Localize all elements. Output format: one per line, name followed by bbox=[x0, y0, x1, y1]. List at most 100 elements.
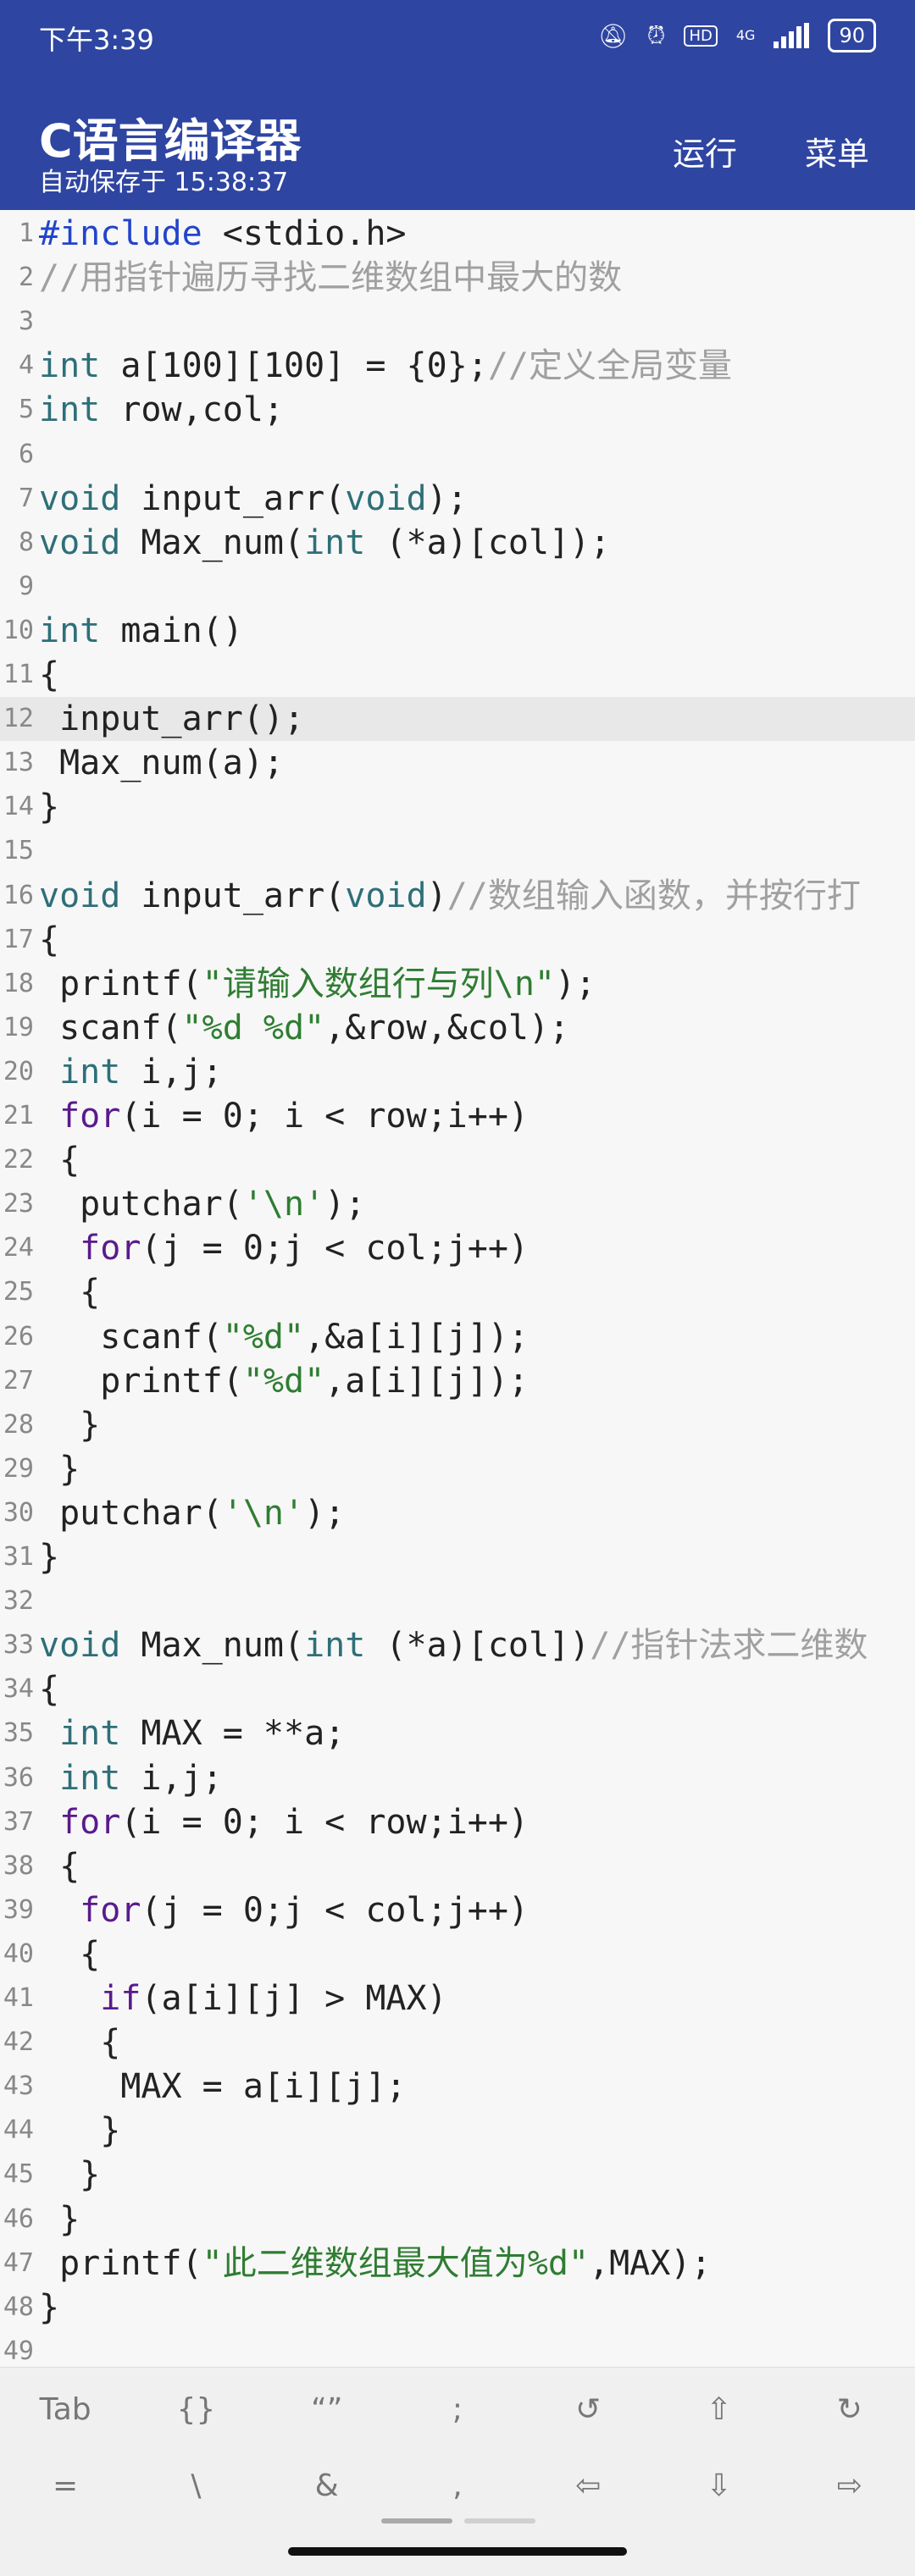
backslash-key[interactable]: \ bbox=[191, 2468, 202, 2503]
code-line[interactable]: 42 { bbox=[0, 2020, 915, 2065]
tab-key[interactable]: Tab bbox=[39, 2392, 92, 2427]
code-line[interactable]: 18 printf("请输入数组行与列\n"); bbox=[0, 962, 915, 1006]
home-gesture-bar[interactable] bbox=[288, 2547, 627, 2556]
code-line[interactable]: 46 } bbox=[0, 2197, 915, 2242]
code-line[interactable]: 1#include <stdio.h> bbox=[0, 212, 915, 256]
code-line[interactable]: 27 printf("%d",a[i][j]); bbox=[0, 1359, 915, 1403]
line-number: 36 bbox=[3, 1762, 34, 1793]
run-button[interactable]: 运行 bbox=[672, 135, 737, 173]
line-number: 24 bbox=[3, 1233, 34, 1263]
code-line[interactable]: 38 { bbox=[0, 1844, 915, 1888]
undo-icon[interactable]: ↺ bbox=[575, 2392, 602, 2427]
line-number: 18 bbox=[3, 968, 34, 998]
code-line[interactable]: 28 } bbox=[0, 1403, 915, 1447]
code-token: for bbox=[80, 1890, 141, 1930]
code-line[interactable]: 44 } bbox=[0, 2109, 915, 2153]
arrow-left-icon[interactable]: ⇦ bbox=[575, 2468, 602, 2503]
code-line[interactable]: 43 MAX = a[i][j]; bbox=[0, 2065, 915, 2109]
braces-key[interactable]: {} bbox=[176, 2392, 216, 2427]
code-line[interactable]: 26 scanf("%d",&a[i][j]); bbox=[0, 1315, 915, 1359]
code-line[interactable]: 37 for(i = 0; i < row;i++) bbox=[0, 1800, 915, 1844]
code-line[interactable]: 24 for(j = 0;j < col;j++) bbox=[0, 1226, 915, 1270]
redo-icon[interactable]: ↻ bbox=[836, 2392, 862, 2427]
alarm-icon: ⏰︎ bbox=[646, 21, 666, 49]
code-line[interactable]: 20 int i,j; bbox=[0, 1050, 915, 1094]
arrow-up-icon[interactable]: ⇧ bbox=[706, 2392, 732, 2427]
code-token: "请输入数组行与列\n" bbox=[202, 964, 555, 1003]
code-token: int bbox=[39, 611, 101, 650]
quotes-key[interactable]: “” bbox=[311, 2392, 343, 2427]
code-line[interactable]: 49 bbox=[0, 2330, 915, 2367]
menu-button[interactable]: 菜单 bbox=[804, 135, 869, 173]
code-line[interactable]: 31} bbox=[0, 1535, 915, 1579]
code-line[interactable]: 14} bbox=[0, 785, 915, 829]
code-line[interactable]: 9 bbox=[0, 565, 915, 609]
equals-key[interactable]: = bbox=[53, 2468, 79, 2503]
code-line[interactable]: 34{ bbox=[0, 1667, 915, 1711]
code-text: for(j = 0;j < col;j++) bbox=[39, 1888, 529, 1932]
code-line[interactable]: 48} bbox=[0, 2286, 915, 2330]
code-token: (j = 0;j < col;j++) bbox=[141, 1229, 529, 1269]
code-line[interactable]: 35 int MAX = **a; bbox=[0, 1711, 915, 1755]
code-token: putchar( bbox=[39, 1493, 223, 1533]
code-line[interactable]: 45 } bbox=[0, 2153, 915, 2197]
code-line[interactable]: 22 { bbox=[0, 1138, 915, 1182]
code-token: ); bbox=[324, 1185, 366, 1224]
line-number: 40 bbox=[3, 1938, 34, 1969]
code-token bbox=[39, 1979, 100, 2018]
code-line[interactable]: 13 Max_num(a); bbox=[0, 741, 915, 785]
code-text: { bbox=[39, 918, 59, 962]
code-token: } bbox=[39, 1538, 60, 1577]
code-token: Max_num( bbox=[120, 1626, 305, 1666]
code-line[interactable]: 2//用指针遍历寻找二维数组中最大的数 bbox=[0, 256, 915, 300]
code-token: void bbox=[39, 876, 121, 915]
code-line[interactable]: 32 bbox=[0, 1579, 915, 1623]
line-number: 16 bbox=[3, 880, 34, 910]
code-line[interactable]: 47 printf("此二维数组最大值为%d",MAX); bbox=[0, 2242, 915, 2286]
code-token: } bbox=[39, 1405, 101, 1445]
code-line[interactable]: 29 } bbox=[0, 1447, 915, 1491]
line-number: 6 bbox=[18, 439, 34, 469]
code-text: { bbox=[39, 2020, 120, 2065]
line-number: 26 bbox=[3, 1321, 34, 1352]
code-line[interactable]: 39 for(j = 0;j < col;j++) bbox=[0, 1888, 915, 1932]
code-text: int main() bbox=[39, 609, 243, 653]
code-text: int row,col; bbox=[39, 388, 284, 432]
line-number: 30 bbox=[3, 1497, 34, 1528]
code-token: ,&row,&col); bbox=[324, 1008, 570, 1048]
code-token: a[100][100] = {0}; bbox=[100, 346, 488, 386]
code-line[interactable]: 21 for(i = 0; i < row;i++) bbox=[0, 1094, 915, 1138]
comma-key[interactable]: , bbox=[452, 2468, 463, 2503]
code-line[interactable]: 25 { bbox=[0, 1270, 915, 1314]
line-number: 17 bbox=[3, 924, 34, 954]
code-line[interactable]: 12 input_arr(); bbox=[0, 697, 915, 742]
code-line[interactable]: 15 bbox=[0, 829, 915, 873]
code-token: { bbox=[39, 1670, 60, 1710]
code-line[interactable]: 41 if(a[i][j] > MAX) bbox=[0, 1976, 915, 2020]
line-number: 42 bbox=[3, 2027, 34, 2058]
code-token: (*a)[col]); bbox=[365, 522, 611, 562]
arrow-right-icon[interactable]: ⇨ bbox=[836, 2468, 862, 2503]
code-line[interactable]: 23 putchar('\n'); bbox=[0, 1182, 915, 1226]
ampersand-key[interactable]: & bbox=[314, 2468, 339, 2503]
code-line[interactable]: 36 int i,j; bbox=[0, 1756, 915, 1800]
code-line[interactable]: 3 bbox=[0, 300, 915, 344]
semicolon-key[interactable]: ; bbox=[452, 2392, 463, 2427]
code-line[interactable]: 11{ bbox=[0, 653, 915, 697]
code-line[interactable]: 17{ bbox=[0, 918, 915, 962]
code-line[interactable]: 19 scanf("%d %d",&row,&col); bbox=[0, 1006, 915, 1050]
arrow-down-icon[interactable]: ⇩ bbox=[706, 2468, 732, 2503]
code-line[interactable]: 6 bbox=[0, 433, 915, 477]
code-line[interactable]: 30 putchar('\n'); bbox=[0, 1491, 915, 1535]
code-text: for(i = 0; i < row;i++) bbox=[39, 1094, 529, 1138]
network-type: 4G bbox=[735, 27, 756, 43]
code-line[interactable]: 40 { bbox=[0, 1932, 915, 1976]
